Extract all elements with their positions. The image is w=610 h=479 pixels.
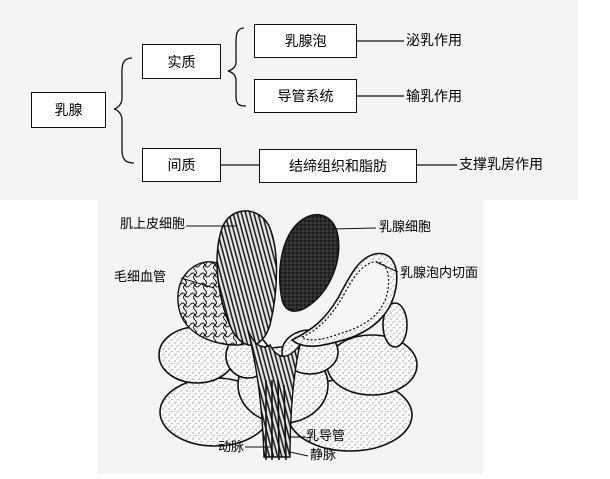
conduction-label: 输乳作用 <box>406 89 462 105</box>
myoepithelial-alveolus <box>216 210 278 346</box>
brace-parenchyma <box>227 27 247 107</box>
alveolus-section <box>290 252 398 347</box>
root-box: 乳腺 <box>31 92 106 128</box>
duct-stem <box>247 329 301 458</box>
parenchyma-box: 实质 <box>142 44 221 79</box>
support-label: 支撑乳房作用 <box>459 157 543 173</box>
capillary-label: 毛细血管 <box>114 270 167 285</box>
stroma-box: 间质 <box>142 148 221 182</box>
alveolus-box: 乳腺泡 <box>254 24 357 58</box>
myoepithelial-label: 肌上皮细胞 <box>120 217 186 232</box>
alveolus-section-label: 乳腺泡内切面 <box>400 266 479 281</box>
lactiferous-duct-label: 乳导管 <box>306 429 346 444</box>
duct-system-box: 导管系统 <box>254 79 357 113</box>
leader-lines <box>180 225 399 457</box>
secretion-label: 泌乳作用 <box>406 33 462 49</box>
lobe-right-upper <box>382 302 408 348</box>
artery-label: 动脉 <box>218 440 245 455</box>
gland-cell-alveolus <box>279 213 340 312</box>
gland-cell-label: 乳腺细胞 <box>379 220 432 235</box>
vein-label: 静脉 <box>310 448 337 463</box>
brace-main <box>113 57 135 164</box>
connective-fat-box: 结缔组织和脂肪 <box>259 149 417 183</box>
lobe-right-mid <box>326 334 418 396</box>
